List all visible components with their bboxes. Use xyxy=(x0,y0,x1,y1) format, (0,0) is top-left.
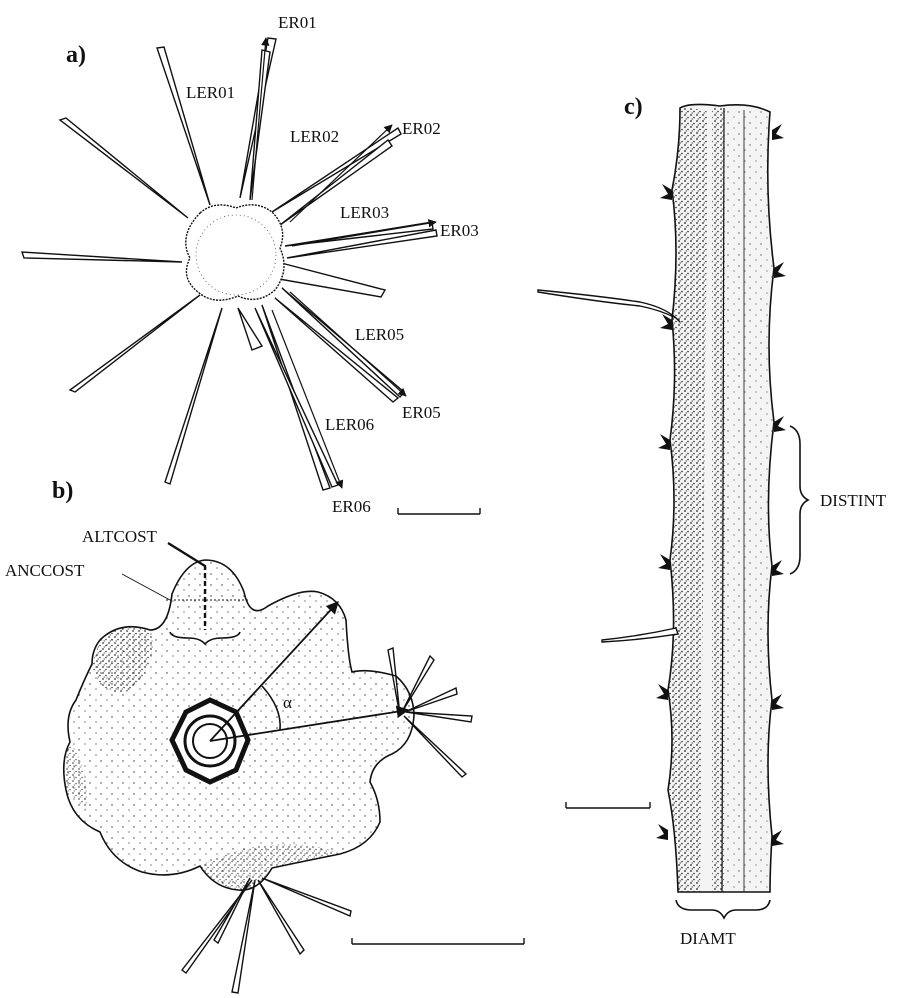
panel-a-label: a) xyxy=(66,42,86,68)
sponge-body-center xyxy=(186,205,284,300)
panel-b-label: b) xyxy=(52,478,73,504)
label-distint: DISTINT xyxy=(820,491,887,510)
label-alpha: α xyxy=(283,693,292,712)
panel-c: c) DISTINT xyxy=(538,94,887,948)
label-anccost: ANCCOST xyxy=(5,561,85,580)
label-diamt: DIAMT xyxy=(680,929,736,948)
label-altcost: ALTCOST xyxy=(82,527,158,546)
label-er03: ER03 xyxy=(440,221,479,240)
panel-a: a) xyxy=(22,13,480,516)
panel-b: b) xyxy=(5,478,524,993)
label-er02: ER02 xyxy=(402,119,441,138)
label-ler06: LER06 xyxy=(325,415,374,434)
label-ler05: LER05 xyxy=(355,325,404,344)
scale-bar-c xyxy=(566,802,650,808)
panel-c-label: c) xyxy=(624,94,643,120)
stem-spines xyxy=(538,290,680,642)
distint-bracket xyxy=(790,426,808,574)
label-er06: ER06 xyxy=(332,497,371,516)
diamt-bracket xyxy=(676,900,770,918)
label-ler02: LER02 xyxy=(290,127,339,146)
scale-bar-b xyxy=(352,938,524,944)
label-ler01: LER01 xyxy=(186,83,235,102)
label-er01: ER01 xyxy=(278,13,317,32)
label-er05: ER05 xyxy=(402,403,441,422)
scale-bar-a xyxy=(398,508,480,514)
label-ler03: LER03 xyxy=(340,203,389,222)
